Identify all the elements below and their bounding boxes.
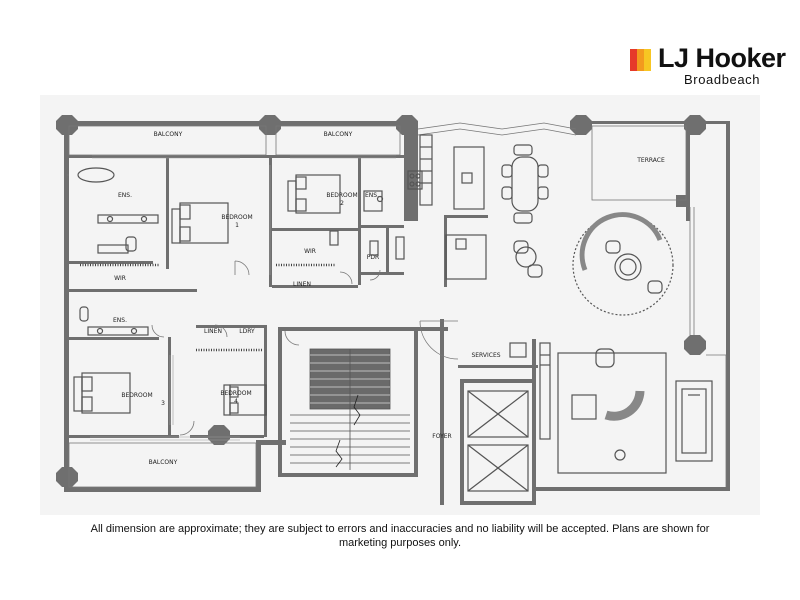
services-area [509,342,551,440]
brand-logo-icon [630,49,652,71]
label-ens-1: ENS. [118,192,132,199]
label-linen-2: LINEN [204,328,222,335]
label-wir-1: WIR [114,275,126,282]
label-balcony-3: BALCONY [149,459,178,466]
label-services: SERVICES [471,352,500,359]
label-wir-2: WIR [304,248,316,255]
label-bedroom-4-no: 4 [234,398,238,405]
label-balcony-2: BALCONY [324,131,353,138]
kitchen [407,134,487,280]
label-bedroom-3-no: 3 [161,400,165,407]
plan-paper [40,95,760,515]
room-labels: BALCONY BALCONY BALCONY TERRACE ENS. ENS… [113,131,665,466]
round-lounge [513,212,674,316]
wardrobe-rails [80,263,336,352]
label-bedroom-2: BEDROOM [326,192,357,199]
label-bedroom-1-no: 1 [235,222,239,229]
dining-table [501,144,549,224]
label-foyer: FOYER [432,433,451,440]
label-bedroom-2-no: 2 [340,200,344,207]
label-ldry: LDRY [239,328,255,335]
label-ens-2: ENS. [365,192,379,199]
brand-office: Broadbeach [684,72,761,87]
brand-logo: LJ Hooker Broadbeach [630,43,786,87]
bathroom-fixtures [77,167,405,336]
door-swings [151,260,459,436]
label-terrace: TERRACE [636,157,665,164]
logo-bar-red [630,49,637,71]
stair-treads [290,348,410,470]
disclaimer-text: All dimension are approximate; they are … [90,523,710,549]
label-pdr: PDR [367,254,379,261]
interior-walls [69,155,538,505]
structural-columns [56,115,706,487]
label-balcony-1: BALCONY [154,131,183,138]
beds [73,174,341,416]
label-bedroom-1: BEDROOM [221,214,252,221]
logo-bar-orange [637,49,644,71]
label-linen-1: LINEN [293,281,311,288]
logo-bar-yellow [644,49,651,71]
window-strips [90,154,396,441]
label-bedroom-4: BEDROOM [220,390,251,397]
label-bedroom-3: BEDROOM [121,392,152,399]
living-room [557,348,713,474]
floor-plan: BALCONY BALCONY BALCONY TERRACE ENS. ENS… [40,95,760,515]
label-ens-3: ENS. [113,317,127,324]
lift-shafts [467,390,529,492]
balcony-rails [67,122,727,488]
brand-name: LJ Hooker [658,43,786,73]
